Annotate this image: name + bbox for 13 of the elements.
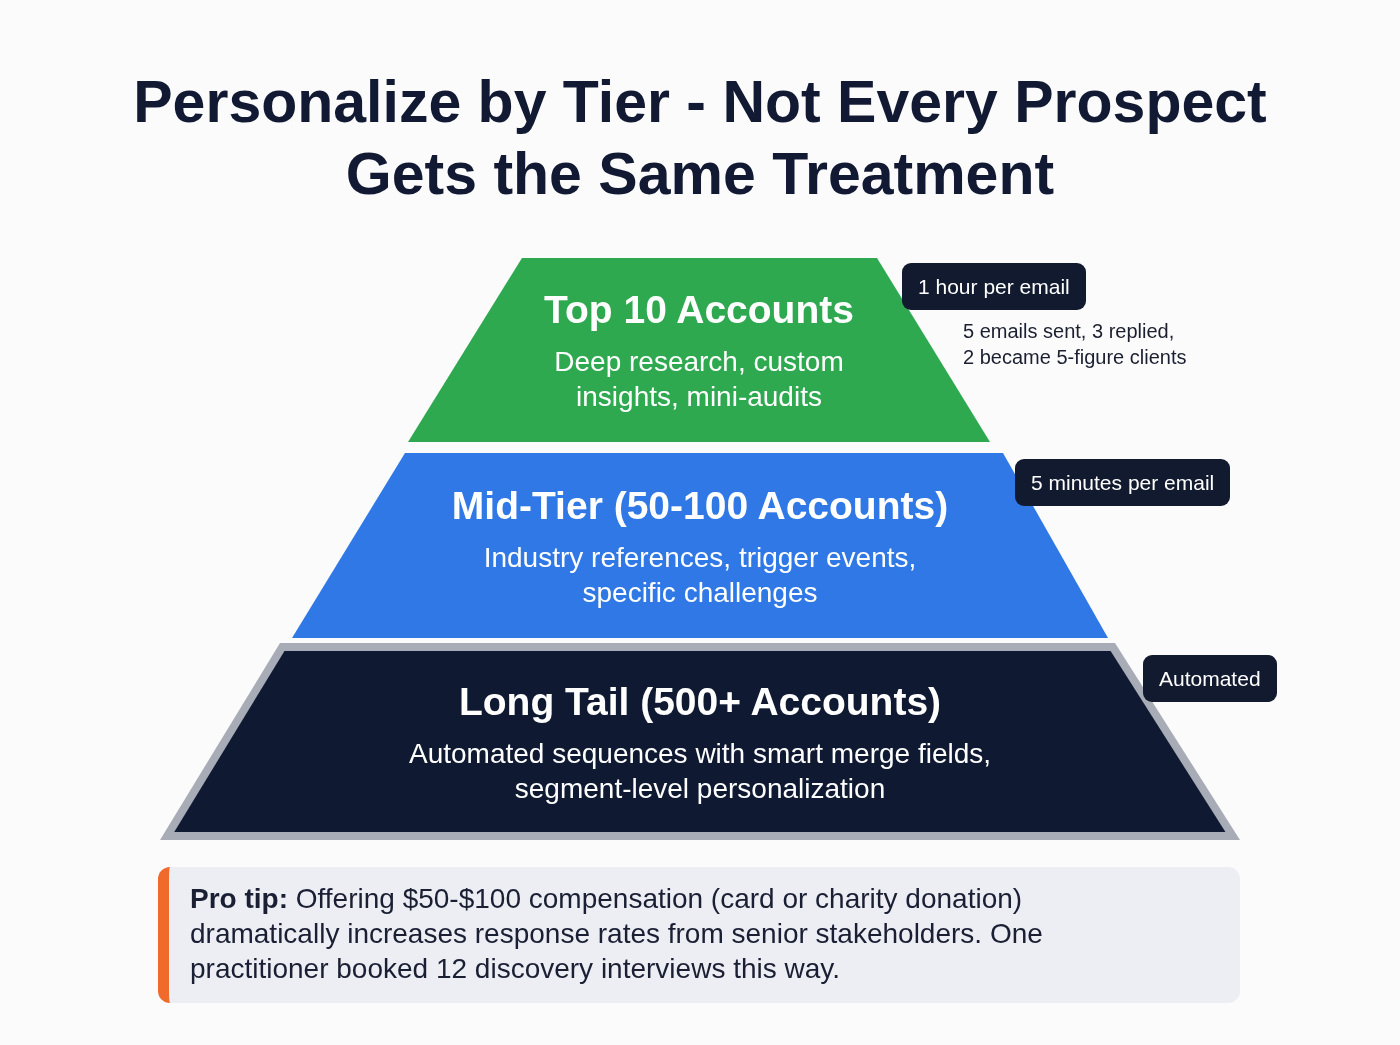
time-badge: Automated [1143,655,1277,702]
title: Personalize by Tier - Not Every Prospect Gets the Same Treatment [132,68,1268,209]
tier-description: Industry references, trigger events, specific challenges [482,541,918,610]
result-note: 5 emails sent, 3 replied, 2 became 5-figure clients [963,319,1188,370]
time-badge: 5 minutes per email [1015,459,1231,506]
tip-box [158,867,1240,1003]
tier-heading: Mid-Tier (50-100 Accounts) [451,484,949,528]
tier-description: Deep research, custom insights, mini-audits [553,345,845,414]
tier-heading: Long Tail (500+ Accounts) [458,680,942,724]
tier-description: Automated sequences with smart merge fields, segment-level personalization [407,737,993,806]
time-badge: 1 hour per email [902,263,1086,310]
tip-text: Pro tip: Offering $50-$100 compensation (card or charity donation) dramatically increases response rates from senior stakeholders. One practitioner booked 12 discovery interviews this way. [190,882,1044,986]
tier-heading: Top 10 Accounts [544,288,854,332]
